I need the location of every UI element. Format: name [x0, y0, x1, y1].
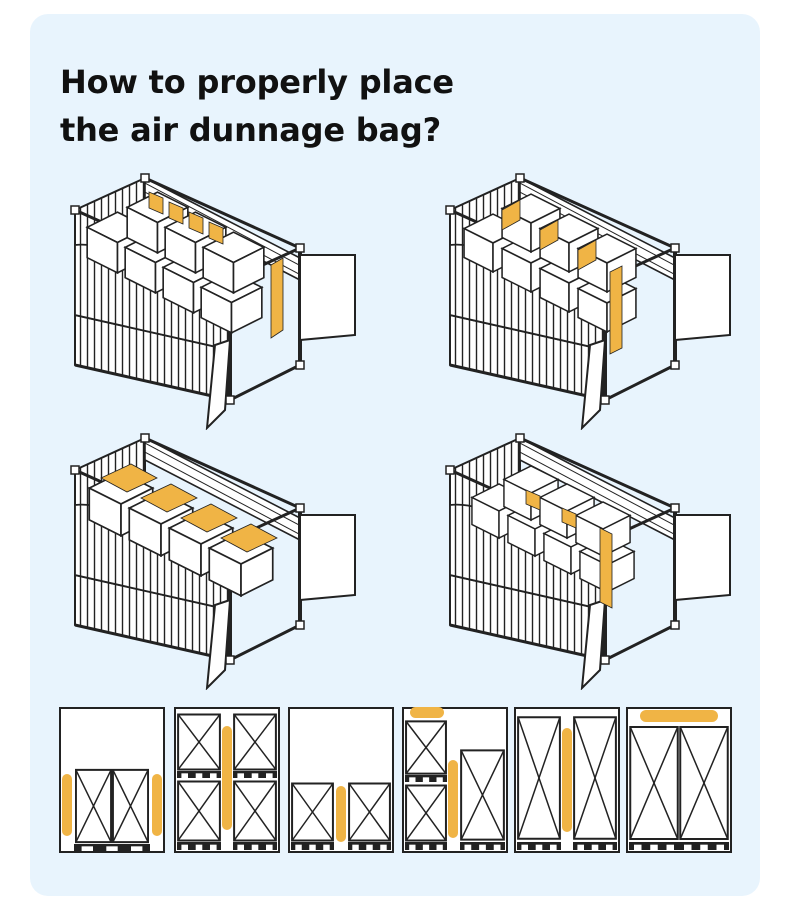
container-1 [71, 174, 355, 428]
title-line-1: How to properly place [60, 63, 454, 101]
panel-2 [174, 707, 280, 853]
panel-1 [59, 707, 165, 853]
container-2 [446, 174, 730, 428]
page-title: How to properly place the air dunnage ba… [60, 58, 454, 154]
panel-5 [514, 707, 620, 853]
panel-6 [626, 707, 732, 853]
panel-3 [288, 707, 394, 853]
title-line-2: the air dunnage bag? [60, 111, 441, 149]
container-3 [71, 434, 355, 688]
panel-4 [402, 707, 508, 853]
container-4 [446, 434, 730, 688]
